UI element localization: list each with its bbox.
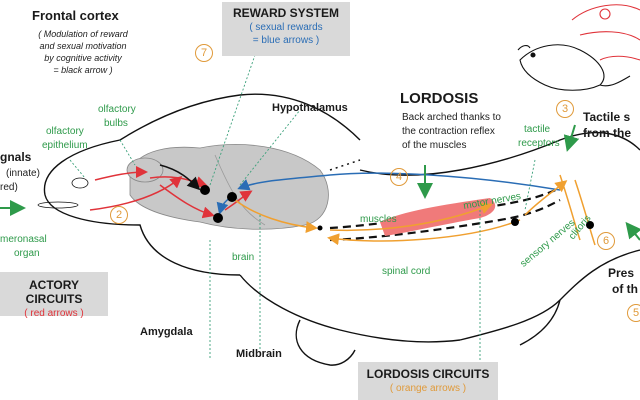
- olfactory-bulbs-label-2: bulbs: [104, 118, 128, 129]
- mouse-sketch: [517, 44, 631, 91]
- tactile-stimuli-label-2: from the: [583, 126, 631, 140]
- vomeronasal-label-2: organ: [14, 248, 40, 259]
- lordosis-circuits-subtitle: ( orange arrows ): [389, 383, 467, 394]
- step-number-6: 6: [597, 232, 615, 250]
- muscles-label: muscles: [360, 214, 397, 225]
- lordosis-line-3: of the muscles: [402, 140, 467, 151]
- brain-shape: [126, 144, 329, 230]
- vomeronasal-label-1: meronasal: [0, 234, 47, 245]
- frontal-cortex-title: Frontal cortex: [32, 8, 119, 23]
- green-arrows: [0, 124, 640, 241]
- tactile-receptors-label-2: receptors: [518, 138, 560, 149]
- pressure-label-1: Pres: [608, 266, 635, 280]
- olfactory-circuits-box: ACTORY CIRCUITS ( red arrows ): [0, 272, 108, 319]
- brain-nuclei: [200, 185, 594, 231]
- spinal-cord-label: spinal cord: [382, 266, 431, 277]
- brain-label: brain: [232, 252, 255, 263]
- frontal-cortex-note-3: by cognitive activity: [44, 53, 122, 63]
- step-number-2: 2: [110, 206, 128, 224]
- reward-system-title: REWARD SYSTEM: [232, 6, 339, 20]
- step-number-7: 7: [195, 44, 213, 62]
- midbrain-label: Midbrain: [236, 348, 282, 360]
- reward-system-line-2: = blue arrows ): [252, 35, 320, 46]
- lordosis-line-2: the contraction reflex: [402, 126, 495, 137]
- signals-label-2: (innate): [6, 168, 40, 179]
- signals-label-1: gnals: [0, 150, 32, 164]
- reward-system-box: REWARD SYSTEM ( sexual rewards = blue ar…: [222, 2, 350, 56]
- olfactory-epithelium-label-2: epithelium: [42, 140, 88, 151]
- lordosis-title: LORDOSIS: [400, 90, 479, 107]
- olfactory-circuits-title: ACTORY CIRCUITS: [25, 278, 83, 306]
- red-mouse-sketch: [571, 4, 640, 61]
- tactile-receptors-label-1: tactile: [524, 124, 551, 135]
- rat-body-outline: [43, 93, 640, 366]
- rat-whiskers: [37, 177, 89, 209]
- step-number-5: 5: [627, 304, 640, 322]
- reward-system-line-1: ( sexual rewards: [249, 22, 323, 33]
- olfactory-bulbs-label-1: olfactory: [98, 104, 136, 115]
- signals-label-3: red): [0, 182, 18, 193]
- lordosis-circuits-title: LORDOSIS CIRCUITS: [366, 367, 490, 381]
- step-number-3: 3: [556, 100, 574, 118]
- olfactory-epithelium-label-1: olfactory: [46, 126, 84, 137]
- frontal-cortex-note-2: and sexual motivation: [39, 41, 127, 51]
- orange-arrows: [234, 174, 596, 246]
- lordosis-line-1: Back arched thanks to: [402, 112, 501, 123]
- tactile-stimuli-label-1: Tactile s: [583, 110, 631, 124]
- lordosis-circuits-box: LORDOSIS CIRCUITS ( orange arrows ): [358, 362, 498, 400]
- step-number-4: 4: [390, 168, 408, 186]
- pressure-label-2: of th: [612, 282, 638, 296]
- leader-lines: [69, 54, 536, 365]
- frontal-cortex-note-1: ( Modulation of reward: [38, 29, 128, 39]
- amygdala-label: Amygdala: [140, 326, 193, 338]
- hypothalamus-label: Hypothalamus: [272, 102, 348, 114]
- frontal-cortex-note-4: = black arrow ): [53, 65, 113, 75]
- olfactory-circuits-subtitle: ( red arrows ): [24, 308, 84, 319]
- black-arrow: [159, 164, 201, 191]
- neck-dotted-line: [329, 159, 361, 171]
